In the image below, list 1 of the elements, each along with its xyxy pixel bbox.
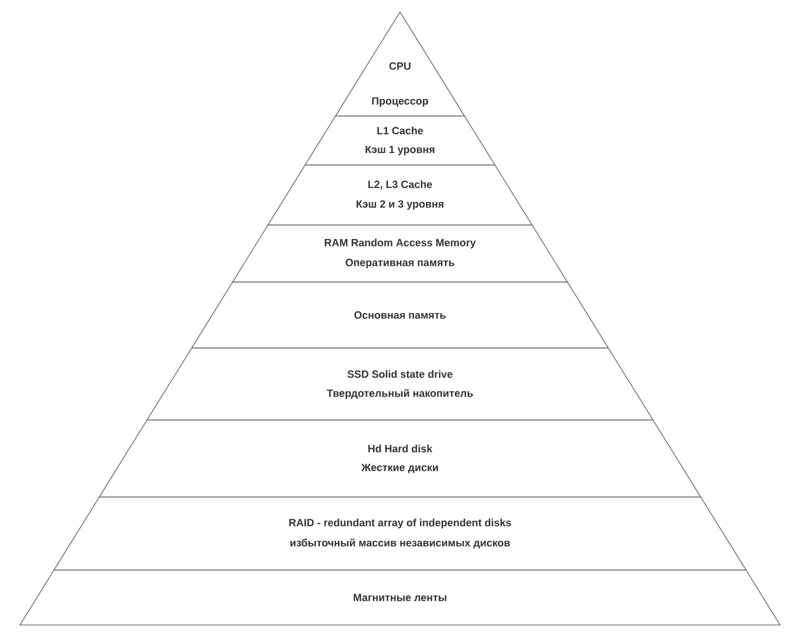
- pyramid-level: Hd Hard disk Жесткие диски: [98, 420, 702, 498]
